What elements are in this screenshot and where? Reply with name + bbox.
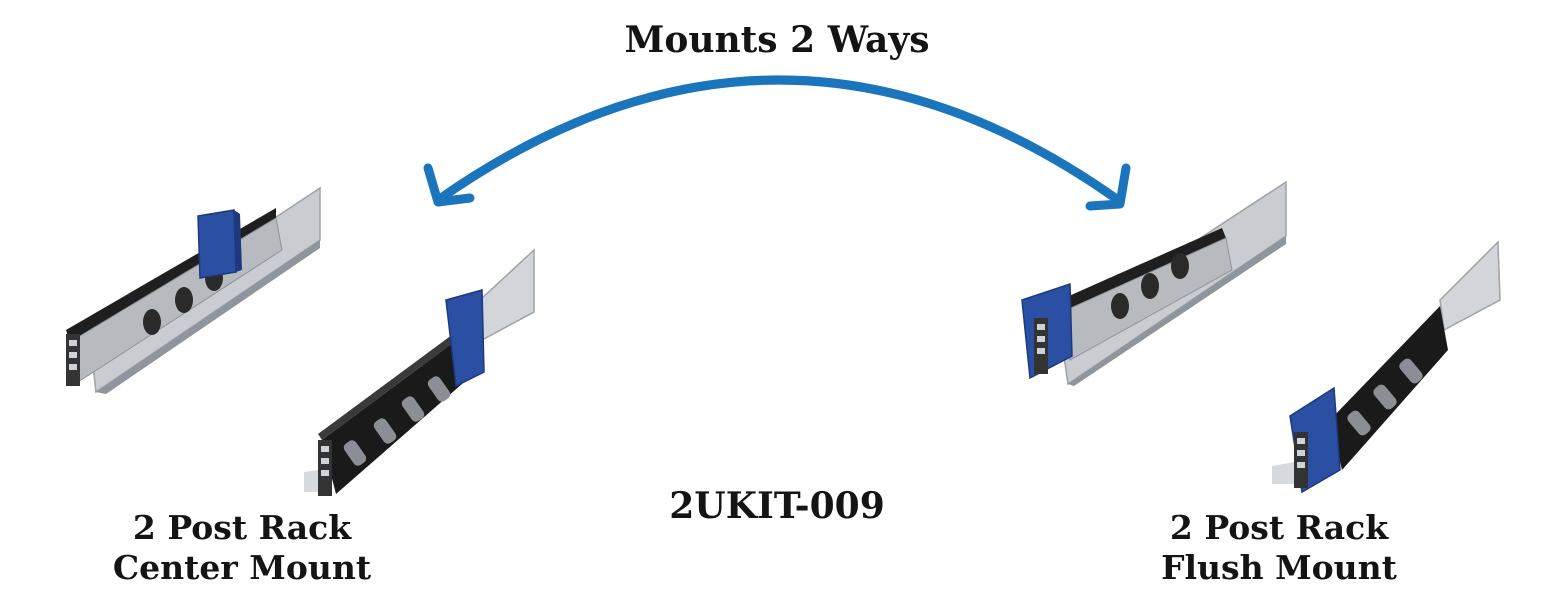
flush-mount-caption-line1: 2 Post Rack bbox=[1169, 508, 1389, 547]
flush-mount-caption-line2: Flush Mount bbox=[1161, 548, 1397, 587]
flush-mount-caption: 2 Post Rack Flush Mount bbox=[1079, 508, 1479, 588]
center-mount-caption: 2 Post Rack Center Mount bbox=[42, 508, 442, 588]
center-mount-caption-line2: Center Mount bbox=[112, 548, 372, 587]
model-number: 2UKIT-009 bbox=[669, 485, 885, 527]
center-mount-caption-line1: 2 Post Rack bbox=[132, 508, 352, 547]
diagram-title: Mounts 2 Ways bbox=[624, 19, 930, 61]
